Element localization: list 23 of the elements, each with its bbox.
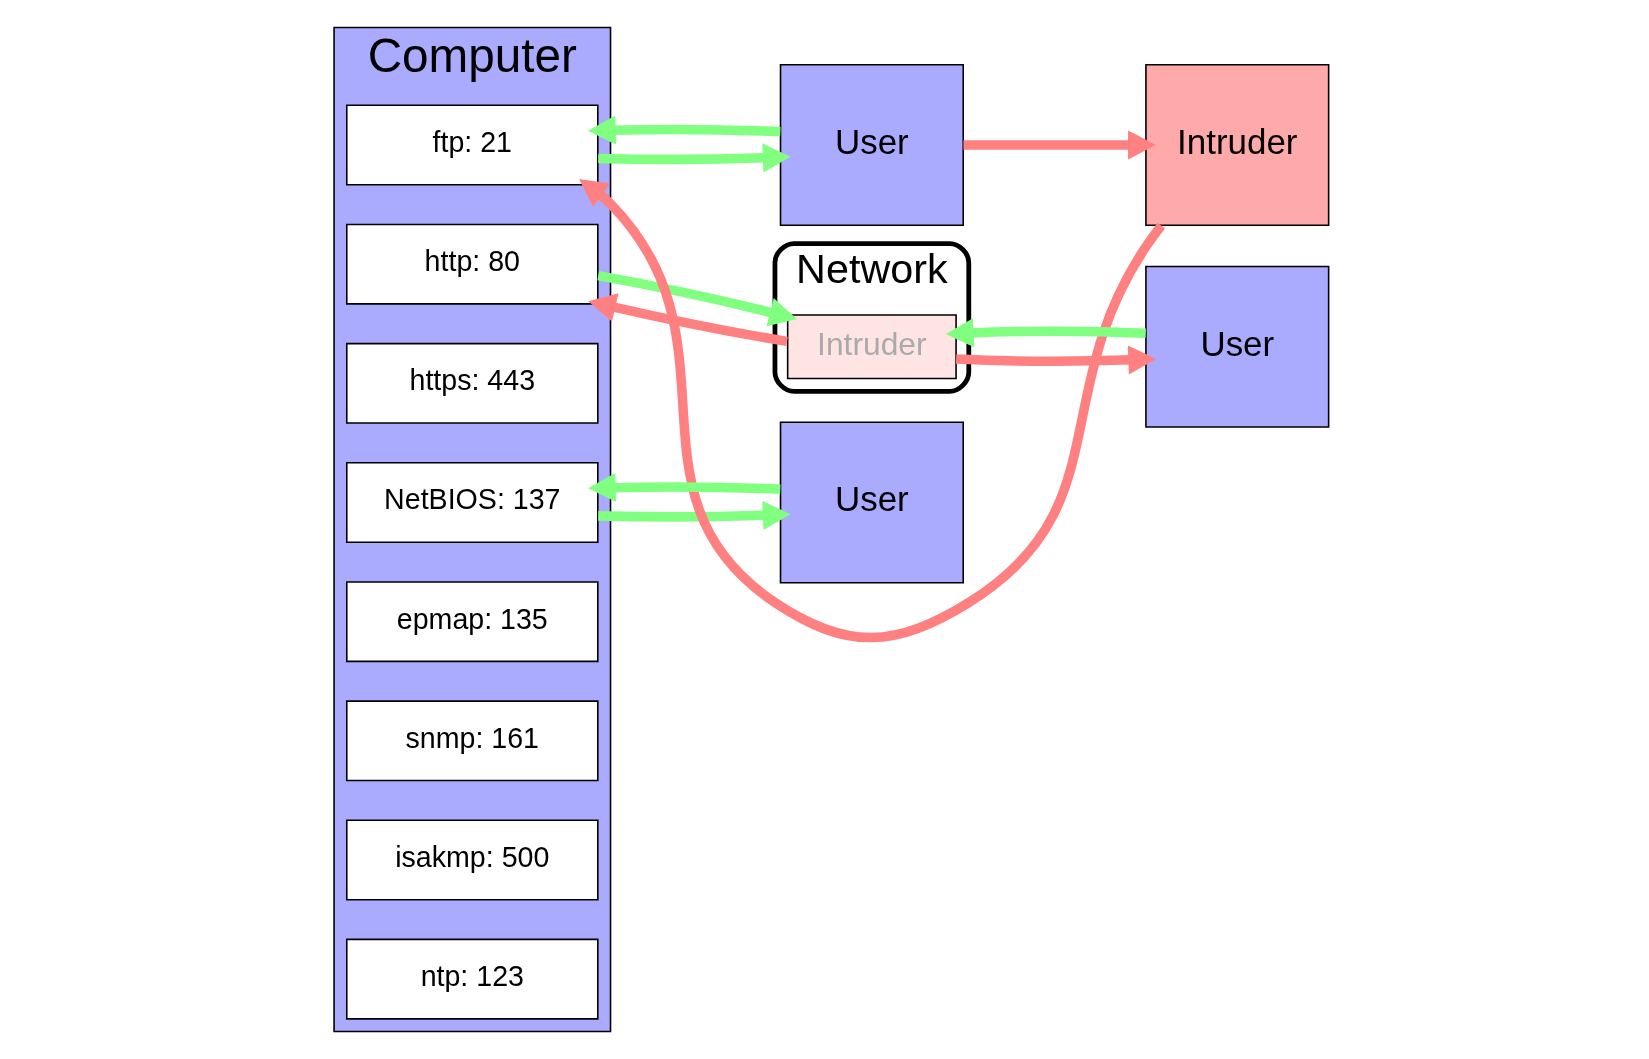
arrow (587, 473, 781, 503)
arrow (578, 179, 1165, 643)
arrow (962, 130, 1156, 160)
node-box: ftp: 21 (345, 104, 599, 186)
node-box: User (1144, 265, 1329, 428)
node-box: snmp: 161 (345, 700, 599, 782)
node-box: NetBIOS: 137 (345, 461, 599, 543)
arrow (955, 345, 1156, 375)
node-box: User (779, 64, 964, 227)
node-box: Intruder (786, 314, 957, 380)
node-box: isakmp: 500 (345, 819, 599, 901)
node-box: https: 443 (345, 342, 599, 424)
node-box: Intruder (1144, 64, 1329, 227)
node-box: ntp: 123 (345, 938, 599, 1020)
node-box: User (779, 421, 964, 584)
arrow (597, 500, 791, 530)
node-box: epmap: 135 (345, 581, 599, 663)
arrow (596, 270, 797, 327)
arrow (945, 318, 1146, 348)
arrow (597, 143, 791, 173)
arrow (587, 115, 781, 145)
arrow (587, 293, 788, 347)
node-box: http: 80 (345, 223, 599, 305)
